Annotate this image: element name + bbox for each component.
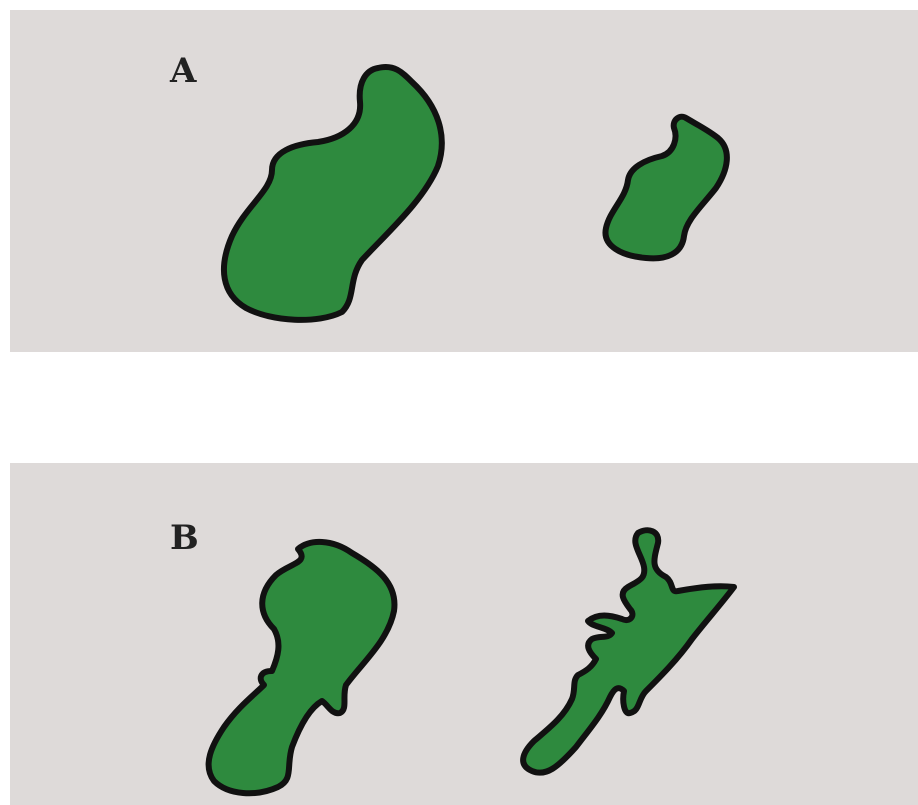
panel-a-large-blob <box>224 67 442 320</box>
panel-a-small-blob <box>605 117 726 259</box>
panel-b-shapes <box>10 463 918 805</box>
panel-b: B <box>10 463 918 805</box>
panel-b-jagged-blob <box>523 530 734 772</box>
panel-a-shapes <box>10 10 918 352</box>
panel-a: A <box>10 10 918 352</box>
panel-b-lobed-blob <box>209 542 395 793</box>
